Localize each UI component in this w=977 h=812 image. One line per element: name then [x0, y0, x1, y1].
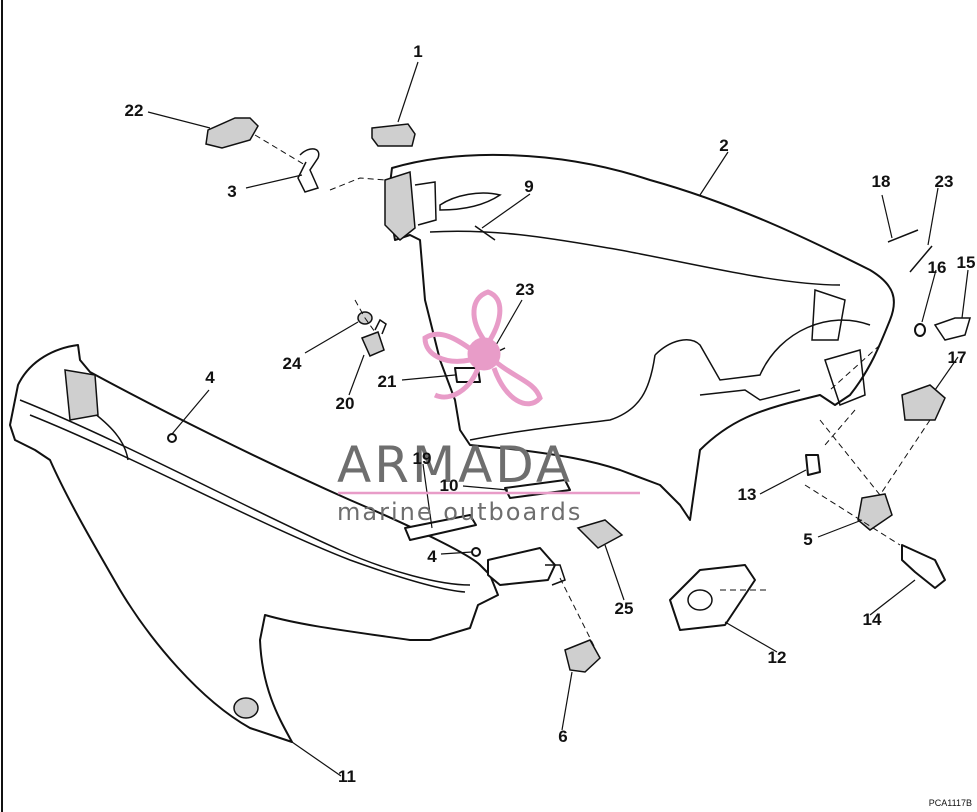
callout-22: 22: [125, 101, 144, 120]
propeller-logo-icon: [422, 289, 543, 407]
callout-9: 9: [524, 177, 533, 196]
callout-24: 24: [283, 354, 302, 373]
callout-13: 13: [738, 485, 757, 504]
part-15-clip: [933, 317, 972, 341]
callout-4-left: 4: [205, 368, 215, 387]
part-20-bolt: [360, 331, 385, 357]
upper-cover-part-2: [384, 153, 895, 521]
part-19-seal-strip: [404, 514, 477, 541]
part-22-latch-handle: [205, 117, 259, 149]
leader-lines: [147, 61, 969, 777]
part-6-latch-catch: [564, 639, 601, 673]
part-4-grommet-lower: [471, 547, 481, 557]
callout-2: 2: [719, 136, 728, 155]
part-18-screw: [887, 229, 919, 243]
callout-19: 19: [413, 449, 432, 468]
part-5-latch: [857, 493, 893, 531]
part-12-plate: [669, 564, 756, 631]
callout-3: 3: [227, 182, 236, 201]
callout-23-center: 23: [516, 280, 535, 299]
callout-4-lower: 4: [427, 547, 437, 566]
callout-1: 1: [413, 42, 422, 61]
part-4-grommet-left: [167, 433, 177, 443]
part-3-hook: [297, 148, 320, 193]
callout-6: 6: [558, 727, 567, 746]
callout-16: 16: [928, 258, 947, 277]
callout-21: 21: [378, 372, 397, 391]
callout-5: 5: [803, 530, 812, 549]
callout-17: 17: [948, 348, 967, 367]
callout-14: 14: [863, 610, 882, 629]
part-25-grommet: [576, 519, 624, 549]
part-1-clip: [371, 123, 416, 147]
callout-12: 12: [768, 648, 787, 667]
part-14-fitting: [901, 544, 946, 589]
callout-25: 25: [615, 599, 634, 618]
callout-20: 20: [336, 394, 355, 413]
part-17-bracket: [901, 384, 946, 421]
part-16-nut: [914, 323, 926, 337]
callout-23-right: 23: [935, 172, 954, 191]
part-9-screw: [474, 225, 496, 241]
watermark-subtitle: marine outboards: [337, 498, 582, 526]
callout-15: 15: [957, 253, 976, 272]
part-13-stud: [805, 454, 821, 476]
watermark: ARMADA marine outboards: [337, 289, 640, 526]
callout-18: 18: [872, 172, 891, 191]
callout-11: 11: [338, 767, 356, 786]
reference-code: PCA1117B: [929, 798, 972, 808]
lower-cover-part-11: [9, 344, 566, 743]
assembly-lines: [254, 134, 931, 649]
callouts: 1 2 3 4 4 5 6 9 10 11 12 13 14 15 16 17 …: [125, 42, 976, 786]
part-23-screw-right: [909, 245, 933, 273]
watermark-title: ARMADA: [337, 436, 573, 494]
callout-10: 10: [440, 476, 459, 495]
